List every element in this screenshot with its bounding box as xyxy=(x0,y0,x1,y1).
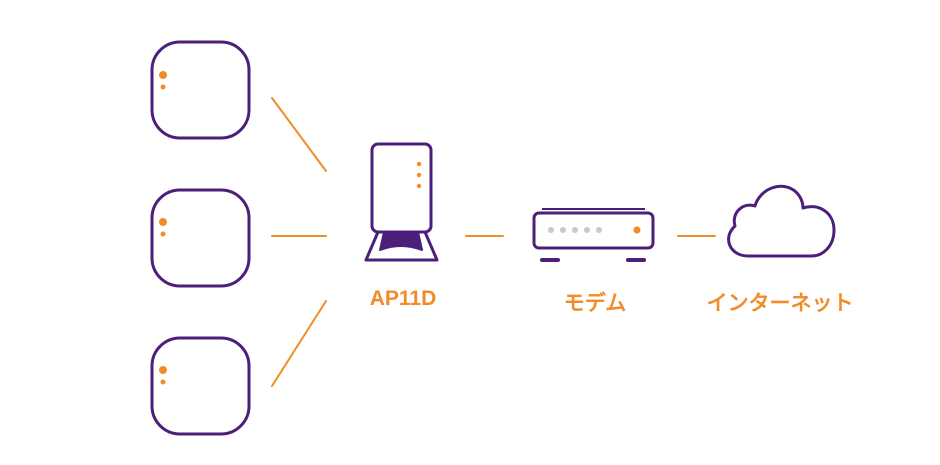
mesh-extender-icon xyxy=(150,188,251,288)
cloud-icon xyxy=(727,184,836,258)
connection-line-extender-3 xyxy=(271,300,327,387)
ap-label: AP11D xyxy=(369,287,437,310)
internet-label: インターネット xyxy=(706,292,854,315)
access-point-icon xyxy=(364,142,439,262)
modem-label: モデム xyxy=(563,292,627,315)
mesh-extender-icon xyxy=(150,336,251,436)
connection-line-extender-1 xyxy=(271,97,327,172)
modem-icon xyxy=(532,208,655,262)
connections xyxy=(271,97,716,387)
mesh-extender-icon xyxy=(150,40,251,140)
